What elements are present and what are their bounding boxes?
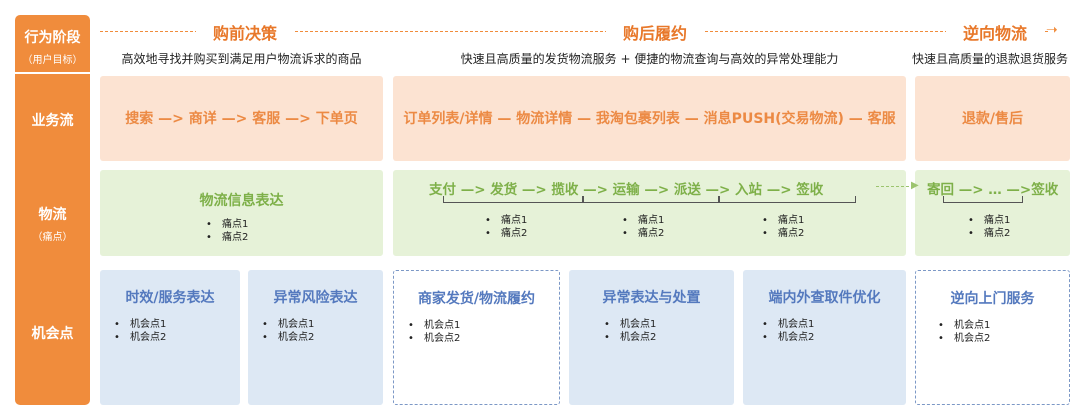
pain-point-list: •痛点1 •痛点2: [485, 215, 528, 239]
business-flow-text: 订单列表/详情 — 物流详情 — 我淘包裹列表 — 消息PUSH(交易物流) —…: [403, 111, 896, 127]
pain-point-list: •痛点1 •痛点2: [762, 215, 805, 239]
phase-title-post-purchase: 购后履约: [606, 20, 704, 44]
opportunity-title: 商家发货/物流履约: [417, 291, 536, 307]
opportunity-title: 异常风险表达: [273, 290, 358, 306]
business-box-post-purchase: 订单列表/详情 — 物流详情 — 我淘包裹列表 — 消息PUSH(交易物流) —…: [393, 76, 906, 161]
opportunity-list: •机会点1 •机会点2: [604, 319, 657, 343]
opportunity-list: •机会点1 •机会点2: [938, 320, 991, 344]
stage-label: 行为阶段: [24, 30, 81, 46]
logistics-info-title: 物流信息表达: [199, 193, 284, 209]
business-flow-text: 退款/售后: [961, 111, 1024, 127]
chain-connector-arrow: [876, 186, 914, 187]
row-header-column: 行为阶段 （用户目标） 业务流 物流 （痛点） 机会点: [15, 15, 90, 405]
phase-desc-reverse: 快速且高质量的退款退货服务: [911, 52, 1068, 66]
business-box-reverse: 退款/售后: [915, 76, 1070, 161]
pain-point-list: •痛点1 •痛点2: [622, 215, 665, 239]
pain-point-list: •痛点1 •痛点2: [206, 219, 249, 243]
phase-title-reverse: 逆向物流: [946, 20, 1044, 44]
opportunity-list: •机会点1 •机会点2: [114, 319, 167, 343]
opportunity-card[interactable]: 商家发货/物流履约 •机会点1 •机会点2: [393, 270, 560, 405]
phase-arrow-icon: ➝: [1046, 22, 1058, 38]
stage-bracket: [943, 196, 1023, 203]
logistics-label: 物流: [38, 207, 67, 223]
opportunity-title: 异常表达与处置: [602, 290, 701, 306]
opportunity-list: •机会点1 •机会点2: [762, 319, 815, 343]
logistics-box-pre-purchase: 物流信息表达 •痛点1 •痛点2: [100, 170, 383, 256]
opportunity-label: 机会点: [31, 326, 74, 342]
opportunity-card[interactable]: 逆向上门服务 •机会点1 •机会点2: [915, 270, 1070, 405]
business-flow-text: 搜索 —> 商详 —> 客服 —> 下单页: [125, 111, 358, 127]
chain-arrow-head-icon: ▶: [911, 180, 919, 191]
phase-desc-pre-purchase: 高效地寻找并购买到满足用户物流诉求的商品: [121, 52, 362, 66]
opportunity-card[interactable]: 端内外查取件优化 •机会点1 •机会点2: [743, 270, 906, 405]
logistics-chain-forward: 支付 —> 发货 —> 揽收 —> 运输 —> 派送 —> 入站 —> 签收: [429, 182, 824, 198]
business-box-pre-purchase: 搜索 —> 商详 —> 客服 —> 下单页: [100, 76, 383, 161]
opportunity-list: •机会点1 •机会点2: [408, 320, 461, 344]
logistics-box-reverse: [915, 170, 1070, 256]
phase-dashed-line: [100, 31, 1048, 32]
opportunity-list: •机会点1 •机会点2: [262, 319, 315, 343]
opportunity-card[interactable]: 异常表达与处置 •机会点1 •机会点2: [569, 270, 734, 405]
opportunity-card[interactable]: 时效/服务表达 •机会点1 •机会点2: [100, 270, 240, 405]
stage-sublabel: （用户目标）: [22, 55, 83, 66]
opportunity-title: 端内外查取件优化: [768, 290, 881, 306]
phase-title-pre-purchase: 购前决策: [196, 20, 294, 44]
stage-bracket: [583, 196, 719, 203]
stage-bracket: [719, 196, 856, 203]
logistics-box-post-purchase: [393, 170, 906, 256]
stage-bracket: [443, 196, 583, 203]
opportunity-title: 逆向上门服务: [950, 291, 1035, 307]
pain-point-list: •痛点1 •痛点2: [968, 215, 1011, 239]
row-divider: [15, 72, 90, 74]
opportunity-card[interactable]: 异常风险表达 •机会点1 •机会点2: [248, 270, 383, 405]
logistics-sublabel: （痛点）: [32, 232, 73, 243]
business-flow-label: 业务流: [31, 113, 74, 129]
opportunity-title: 时效/服务表达: [125, 290, 215, 306]
logistics-chain-reverse: 寄回 —> … —>签收: [927, 182, 1059, 198]
phase-desc-post-purchase: 快速且高质量的发货物流服务 + 便捷的物流查询与高效的异常处理能力: [460, 52, 839, 66]
